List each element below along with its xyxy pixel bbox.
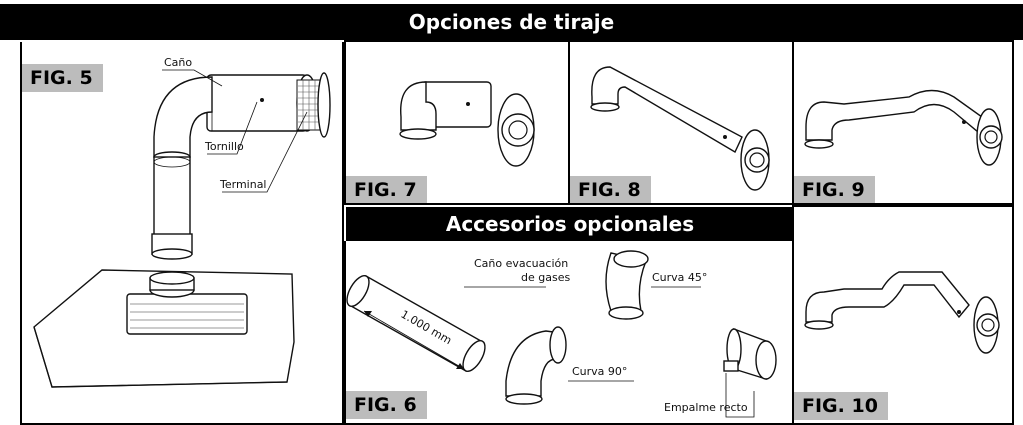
fig6-panel: Caño evacuación de gases 1.000 mm Curva … [344,241,794,425]
cano-label: Caño [164,56,193,69]
cano-evacuacion-label-2: de gases [521,271,571,284]
title-banner: Opciones de tiraje [0,4,1023,40]
page-title: Opciones de tiraje [408,10,615,34]
fig9-panel: FIG. 9 [792,40,1014,205]
cano-evacuacion-label-1: Caño evacuación [474,257,569,270]
fig10-illustration [804,271,1000,354]
fig8-panel: FIG. 8 [568,40,794,205]
fig6-label: FIG. 6 [346,391,427,419]
fig7-panel: FIG. 7 [344,40,570,205]
tornillo-label: Tornillo [205,140,244,153]
curva90-label: Curva 90° [572,365,628,378]
accessories-banner: Accesorios opcionales [346,207,794,241]
fig10-panel: FIG. 10 [792,205,1014,425]
empalme-label: Empalme recto [664,401,748,414]
fig7-illustration [399,81,535,167]
fig8-label: FIG. 8 [570,176,651,203]
fig9-illustration [804,89,1003,166]
fig8-illustration [590,66,770,191]
fig10-label: FIG. 10 [794,392,888,420]
fig6-illustration [346,250,777,418]
fig5-panel: FIG. 5 Caño Tornillo Terminal [20,42,344,425]
terminal-label: Terminal [220,178,267,191]
fig9-label: FIG. 9 [794,176,875,203]
fig7-label: FIG. 7 [346,176,427,203]
accessories-title: Accesorios opcionales [445,212,695,236]
fig5-illustration [33,69,331,388]
fig5-label: FIG. 5 [22,64,103,92]
curva45-label: Curva 45° [652,271,708,284]
